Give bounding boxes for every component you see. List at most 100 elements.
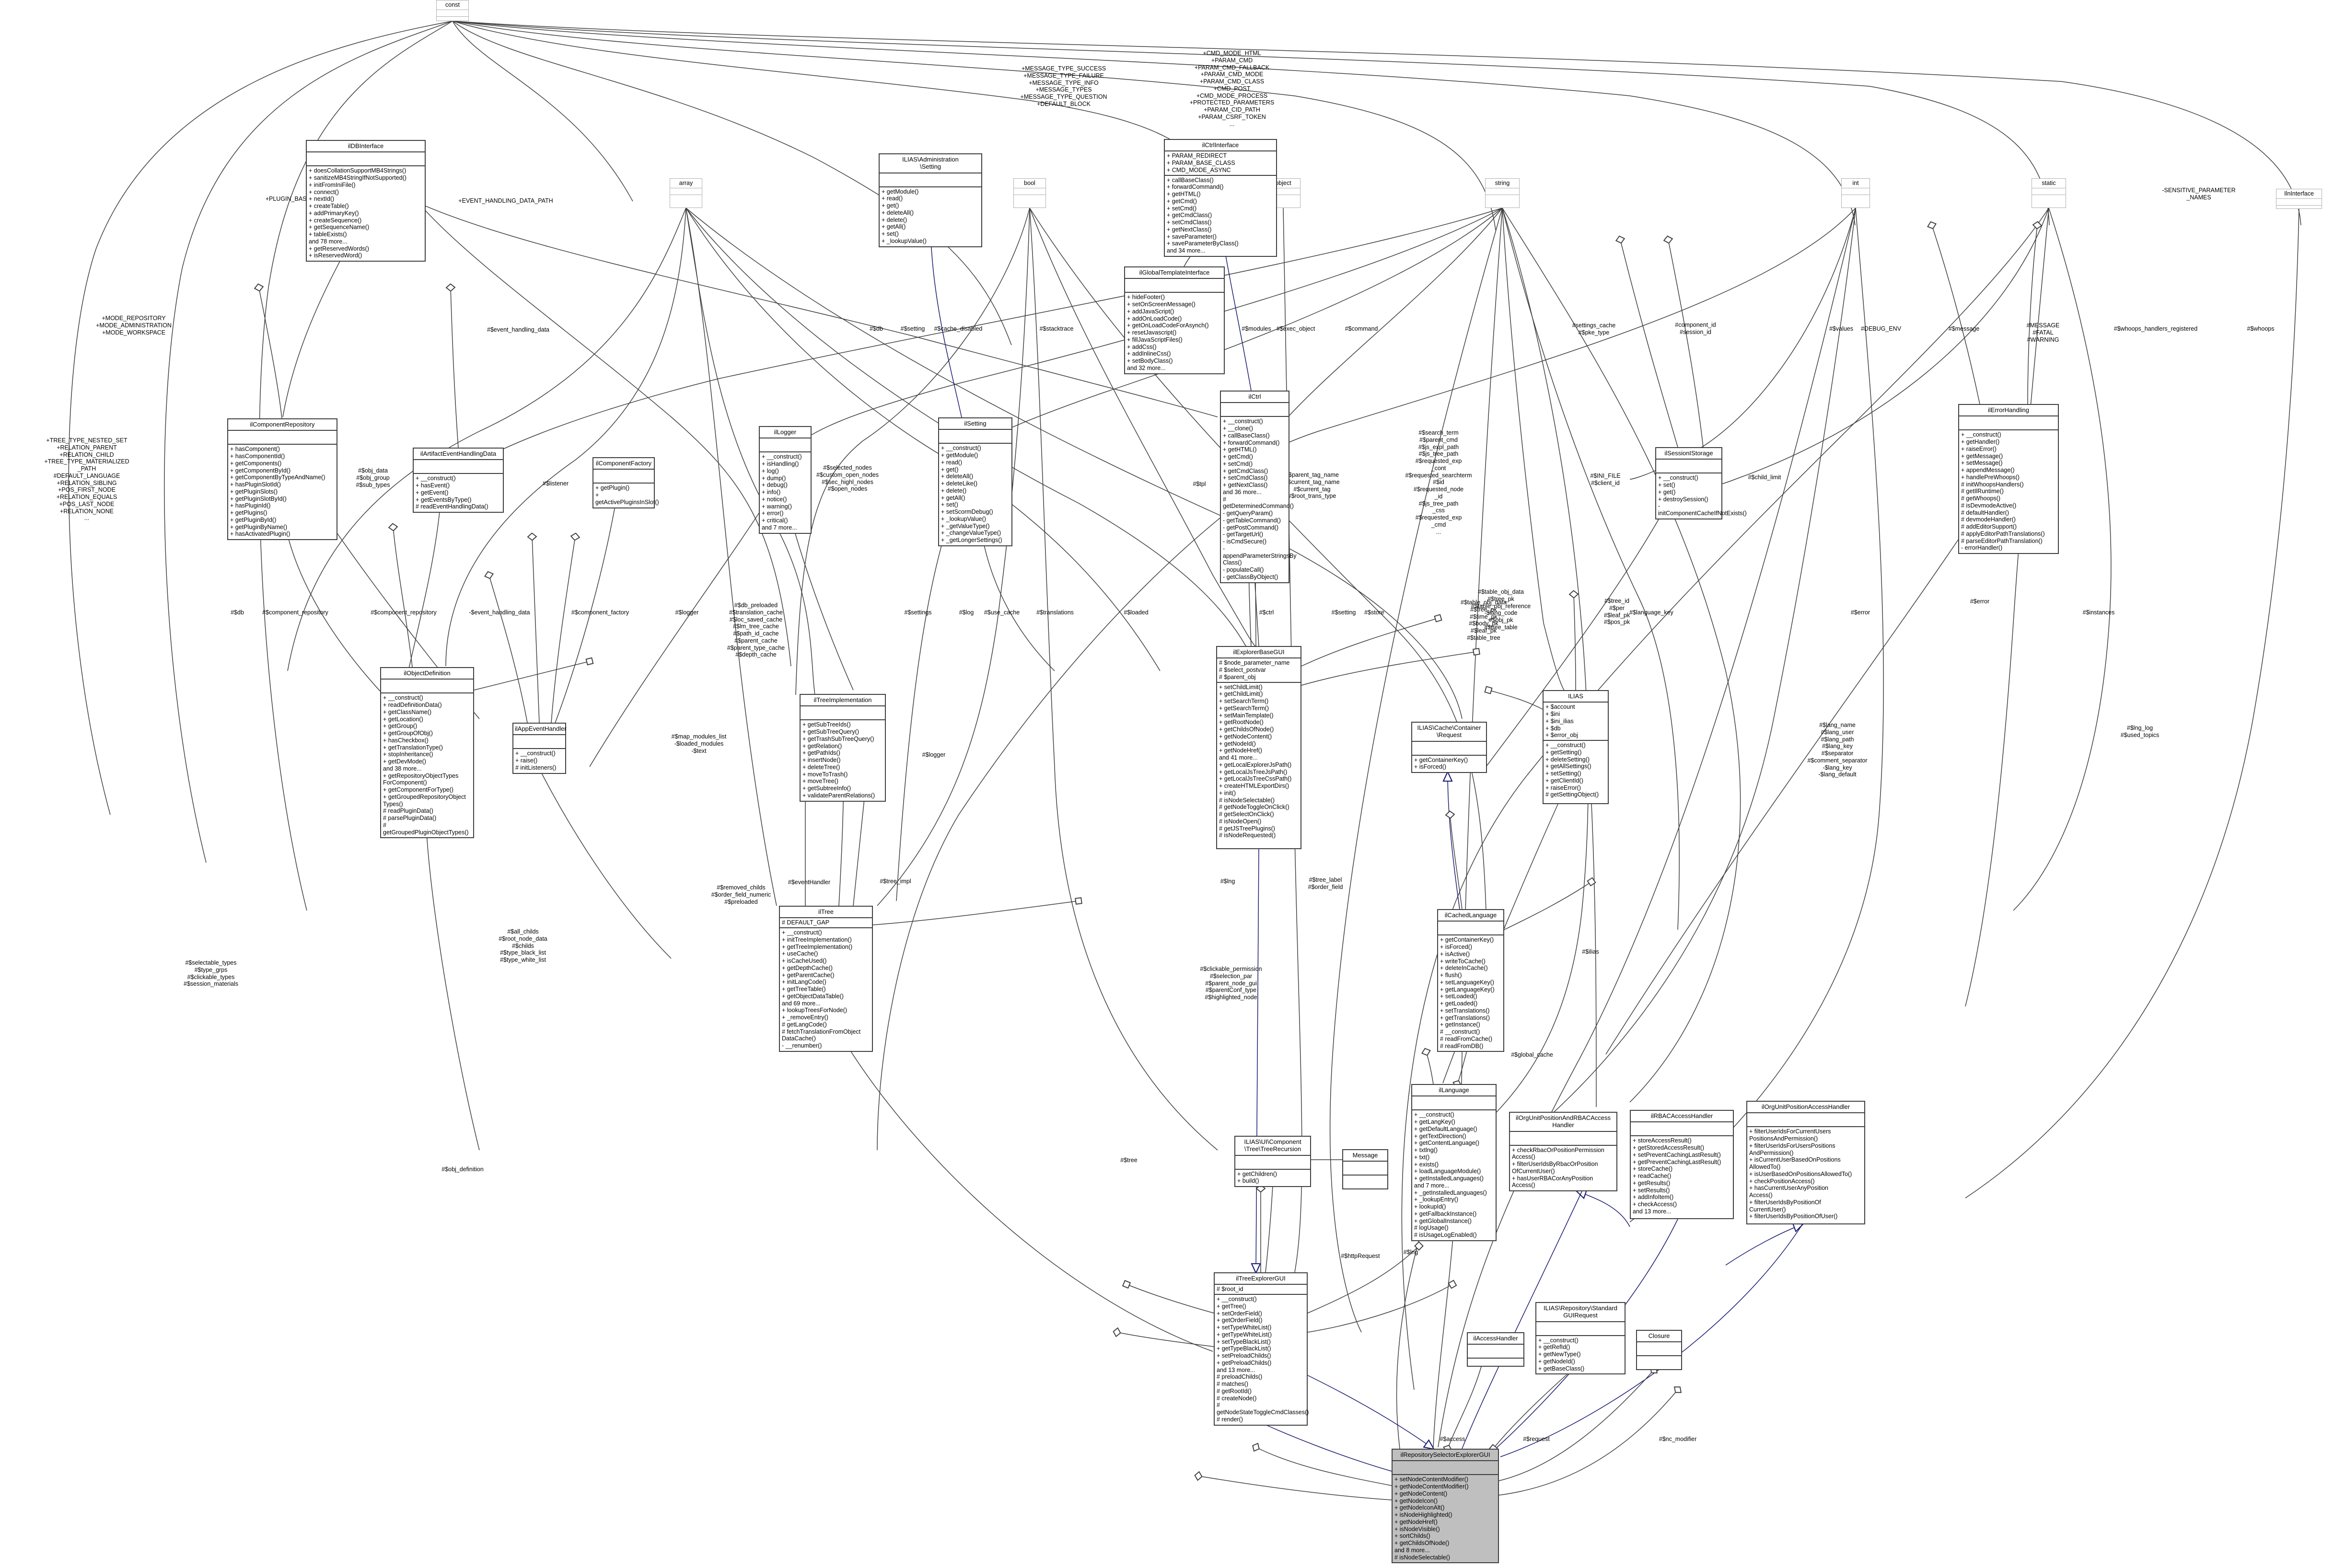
class-operation: + getEvent() [416, 489, 449, 496]
class-node-ilartifacteventhandlingdata[interactable]: ilArtifactEventHandlingData+ __construct… [413, 448, 504, 513]
class-node-illogger[interactable]: ilLogger+ __construct()+ isHandling()+ l… [759, 426, 812, 534]
class-operation: + getTrashSubTreeQuery() [802, 735, 874, 742]
class-node-iltreeexplorergui[interactable]: ilTreeExplorerGUI# $root_id+ __construct… [1214, 1272, 1309, 1426]
class-node-ilcomponentrepository[interactable]: ilComponentRepository+ hasComponent()+ h… [227, 418, 337, 541]
class-operation: + getPlugins() [230, 509, 267, 517]
class-operation: + getComponentForType() [383, 786, 453, 794]
class-node-ilaccesshandler[interactable]: ilAccessHandler [1467, 1332, 1524, 1367]
type-box-const[interactable]: const [436, 0, 469, 21]
class-node-ilias-ui-component-tree-treerecursion[interactable]: ILIAS\UI\Component \Tree\TreeRecursion+ … [1234, 1136, 1311, 1188]
class-operation: # matches() [1217, 1381, 1248, 1388]
class-node-iltreeimplementation[interactable]: ilTreeImplementation+ getSubTreeIds()+ g… [800, 694, 886, 802]
class-operation: # fetchTranslationFromObject [782, 1028, 861, 1035]
class-node-ilias-cache-container-request[interactable]: ILIAS\Cache\Container \Request+ getConta… [1411, 722, 1487, 773]
class-operation: + setLoaded() [1440, 993, 1477, 1000]
edge-label: +EVENT_HANDLING_DATA_PATH [458, 197, 553, 204]
class-operation: and 69 more... [782, 1000, 821, 1007]
class-operation: + error() [762, 510, 784, 517]
class-node-ilsessionistorage[interactable]: ilSessionIStorage+ __construct()+ set()+… [1655, 447, 1747, 519]
class-node-ilias-repository-standard-guirequest[interactable]: ILIAS\Repository\Standard GUIRequest+ __… [1535, 1302, 1626, 1375]
class-node-ilcomponentfactory[interactable]: ilComponentFactory+ getPlugin()+ getActi… [592, 457, 659, 508]
class-node-ilrepositoryselectorexplorergui[interactable]: ilRepositorySelectorExplorerGUI+ setNode… [1392, 1449, 1499, 1564]
class-operation: - __renumber() [782, 1042, 822, 1049]
edge-label: #$lng_log #$used_topics [2120, 725, 2160, 738]
class-operation: + lookupTreesForNode() [782, 1007, 848, 1014]
class-operation: + forwardCommand() [1223, 439, 1280, 446]
class-operation: + __construct() [762, 453, 802, 461]
class-operation: and 13 more... [1217, 1366, 1255, 1373]
class-node-ilias[interactable]: ILIAS+ $account+ $ini+ $ini_ilias+ $db+ … [1543, 690, 1609, 804]
class-node-attributes [1747, 1113, 1864, 1128]
class-operation: + getInstalledLanguages() [1414, 1175, 1484, 1182]
class-operation: + setResults() [1633, 1187, 1670, 1194]
class-operation: + initLangCode() [782, 979, 826, 986]
class-operation: # applyEditorPathTranslations() [1961, 530, 2045, 537]
class-node-ilglobaltemplateinterface[interactable]: ilGlobalTemplateInterface+ hideFooter()+… [1124, 266, 1225, 374]
class-node-attributes [1631, 1122, 1733, 1137]
class-operation: + addJavaScript() [1127, 308, 1174, 315]
class-node-ilcachedlanguage[interactable]: ilCachedLanguage+ getContainerKey()+ isF… [1437, 909, 1504, 1052]
type-box-static[interactable]: static [2032, 178, 2066, 208]
class-node-ilias-administration-setting[interactable]: ILIAS\Administration \Setting+ getModule… [879, 153, 982, 247]
class-operation: + raiseError() [1961, 445, 1997, 452]
class-node-ildbinterface[interactable]: ilDBInterface+ doesCollationSupportMB4St… [306, 140, 426, 262]
class-operation: # preloadChilds() [1217, 1373, 1263, 1381]
class-operation: + isActive() [1440, 950, 1470, 957]
type-box-title: bool [1014, 179, 1045, 188]
class-node-ilorgunitpositionandrbacaccesshandler[interactable]: ilOrgUnitPositionAndRBACAccess Handler+ … [1509, 1112, 1617, 1192]
type-box-op-section [1842, 195, 1870, 201]
edge-label: #$obj_data #$obj_group #$sub_types [356, 467, 390, 488]
class-operation: + set() [941, 501, 958, 508]
class-operation: + addInfoItem() [1633, 1194, 1674, 1201]
type-box-ilninterface[interactable]: IlnInterface [2276, 189, 2322, 209]
class-operation: + getAllSettings() [1545, 763, 1591, 770]
class-operation: + getChildsOfNode() [1219, 726, 1274, 733]
type-box-array[interactable]: array [670, 178, 702, 208]
class-node-operations: + __construct()+ getTree()+ setOrderFiel… [1215, 1295, 1309, 1425]
class-node-iltree[interactable]: ilTree# DEFAULT_GAP+ __construct()+ init… [779, 906, 873, 1052]
class-operation: + deleteLike() [941, 480, 978, 487]
edge-label: #$values [1829, 325, 1854, 332]
class-node-ilrbacaccesshandler[interactable]: ilRBACAccessHandler+ storeAccessResult()… [1630, 1110, 1734, 1219]
class-node-attributes [1412, 742, 1486, 756]
class-operation: + getCmdClass() [1223, 467, 1268, 474]
class-node-illanguage[interactable]: ilLanguage+ __construct()+ getLangKey()+… [1411, 1084, 1497, 1241]
class-operation: + getActivePluginsInSlot() [595, 492, 659, 506]
class-node-ilexplorerbasegui[interactable]: ilExplorerBaseGUI# $node_parameter_name#… [1216, 646, 1301, 849]
class-operation: + __construct() [782, 929, 822, 936]
class-node-title: ilTreeExplorerGUI [1215, 1273, 1307, 1285]
class-operation: + getLanguageKey() [1440, 986, 1495, 993]
type-box-int[interactable]: int [1841, 178, 1870, 208]
class-operation: + setSearchTerm() [1219, 698, 1269, 705]
class-operation: + getContentLanguage() [1414, 1140, 1479, 1147]
class-operation: + createHTMLExportDirs() [1219, 783, 1289, 790]
class-node-ilobjectdefinition[interactable]: ilObjectDefinition+ __construct()+ readD… [380, 667, 474, 839]
class-operation: + filterUserIdsByPositionOf [1749, 1199, 1821, 1206]
class-operation: # getWhoops() [1961, 495, 2000, 502]
class-node-message[interactable]: Message [1342, 1149, 1388, 1189]
class-node-ilctrl[interactable]: ilCtrl+ __construct()+ __clone()+ callBa… [1220, 391, 1297, 583]
type-box-attr-section [2276, 199, 2322, 206]
class-node-operations: + callBaseClass()+ forwardCommand()+ get… [1165, 176, 1276, 256]
class-operation: - getQueryParam() [1223, 510, 1273, 517]
class-node-ilerrorhandling[interactable]: ilErrorHandling+ __construct()+ getHandl… [1958, 404, 2059, 554]
edge-label: +CMD_MODE_HTML +PARAM_CMD +PARAM_CMD_FAL… [1189, 50, 1275, 127]
class-node-ilorgunitpositionaccesshandler[interactable]: ilOrgUnitPositionAccessHandler+ filterUs… [1746, 1101, 1865, 1224]
class-node-ilsetting[interactable]: ilSetting+ __construct()+ getModule()+ r… [938, 417, 1012, 546]
class-operation: + setMessage() [1961, 460, 2003, 467]
class-attribute: + $ini_ilias [1545, 717, 1574, 725]
class-operation: + init() [1219, 789, 1236, 796]
edge-label: #$log [959, 609, 974, 616]
class-node-ilappeventhandler[interactable]: ilAppEventHandler+ __construct()+ raise(… [512, 723, 567, 774]
type-box-bool[interactable]: bool [1013, 178, 1046, 208]
class-operation: Types() [383, 800, 403, 807]
class-node-ilctrlinterface[interactable]: ilCtrlInterface+ PARAM_REDIRECT+ PARAM_B… [1164, 139, 1277, 257]
class-operation: and 13 more... [1633, 1208, 1672, 1215]
class-node-closure[interactable]: Closure [1636, 1330, 1682, 1370]
class-operation: + getCmd() [1167, 197, 1197, 205]
type-box-string[interactable]: string [1485, 178, 1520, 208]
class-operation: + setOnScreenMessage() [1127, 301, 1196, 308]
class-operation: # getDeterminedCommand() [1223, 496, 1294, 510]
class-operation: + __construct() [1538, 1337, 1579, 1344]
class-operation: # logUsage() [1414, 1224, 1449, 1232]
